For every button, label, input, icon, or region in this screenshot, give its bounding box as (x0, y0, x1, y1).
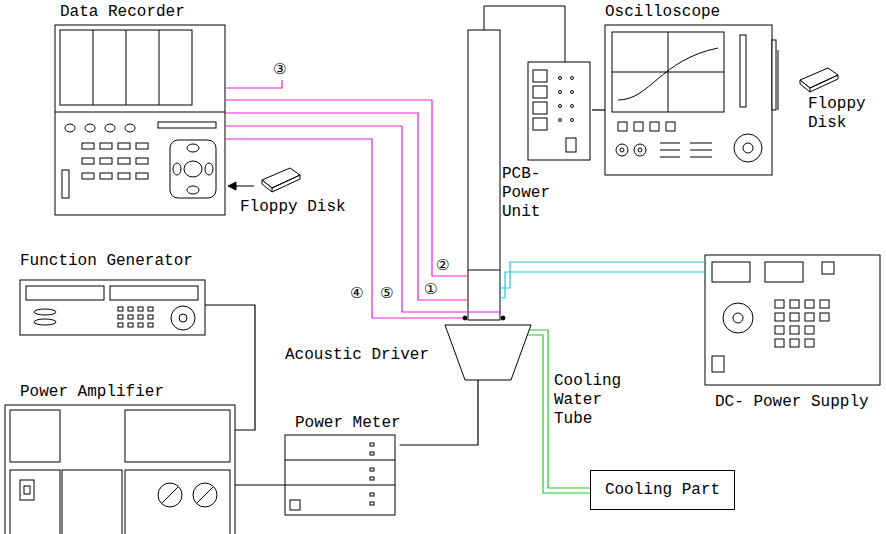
data-recorder-device (55, 25, 225, 215)
pcb-power-unit-device (528, 62, 590, 160)
floppy-disk-icon (228, 168, 300, 192)
connector-line (592, 109, 605, 110)
part-label: Floppy Disk (808, 95, 878, 133)
device-label: Function Generator (20, 252, 193, 271)
power-amplifier-device (5, 405, 235, 534)
callout-number: ① (424, 281, 437, 298)
callout-number: ④ (350, 285, 363, 302)
connector-line (235, 484, 285, 485)
device-label: Power Meter (295, 414, 401, 433)
device-label: Oscilloscope (605, 3, 720, 22)
resonator-tube (468, 6, 565, 320)
signal-wire (225, 80, 500, 318)
device-node: Power Meter (283, 414, 403, 517)
device-node: Data Recorder (55, 3, 228, 215)
dc-power-supply-device (705, 255, 880, 385)
power-meter-device (285, 435, 395, 515)
junction-dot (501, 316, 505, 320)
part-label: Floppy Disk (240, 198, 346, 217)
device-node: PCB- Power Unit (500, 62, 594, 223)
device-node: Function Generator (15, 252, 210, 337)
device-label: PCB- Power Unit (502, 165, 592, 222)
device-label: DC- Power Supply (715, 393, 869, 412)
oscilloscope-device (605, 25, 772, 175)
device-node: DC- Power Supply (700, 255, 882, 417)
device-node: Acoustic Driver (283, 322, 532, 382)
part-label: Cooling Water Tube (554, 372, 629, 429)
device-node: Power Amplifier (0, 383, 238, 534)
connector-line (205, 305, 255, 430)
device-label: Acoustic Driver (285, 346, 429, 365)
cable (235, 485, 285, 486)
device-label: Data Recorder (60, 3, 185, 22)
callout-number: ③ (273, 61, 286, 78)
junction-dot (463, 316, 467, 320)
dc-wire (500, 262, 705, 298)
device-node: Cooling Part (590, 470, 735, 510)
function-generator-device (20, 280, 205, 335)
device-label: Power Amplifier (20, 383, 164, 402)
driver-outline (445, 325, 531, 380)
connector-line (400, 380, 478, 445)
cable (592, 110, 605, 111)
cable (400, 380, 478, 445)
device-label: Cooling Part (605, 481, 720, 500)
callout-number: ② (436, 257, 449, 274)
cable (205, 305, 255, 430)
callout-number: ⑤ (380, 285, 393, 302)
driver-shape (443, 322, 533, 382)
device-node: Oscilloscope (605, 3, 775, 177)
